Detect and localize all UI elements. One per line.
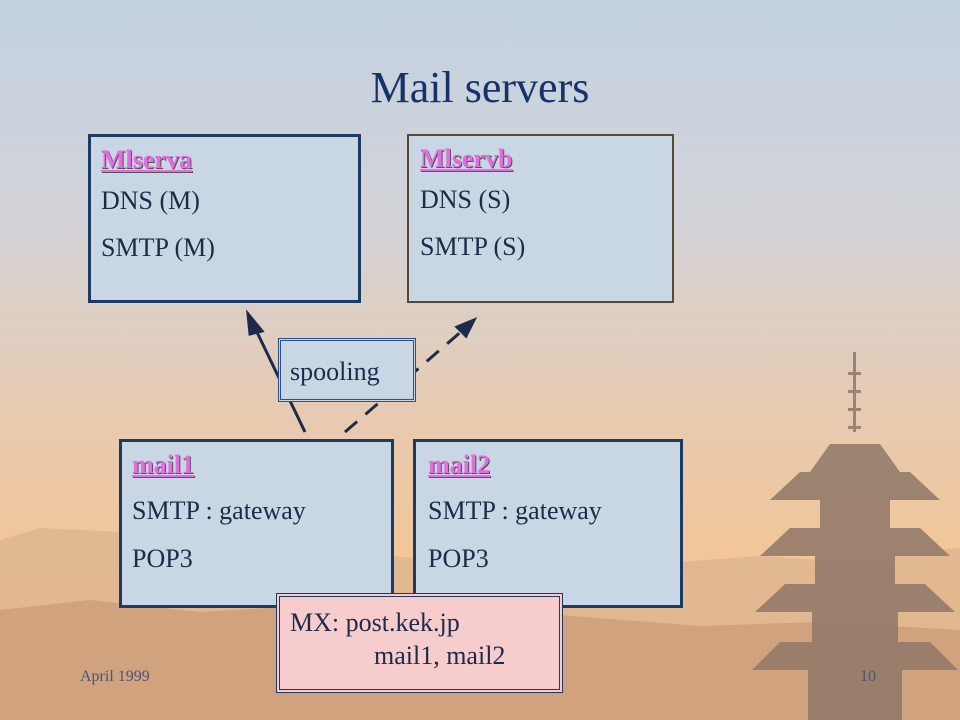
spooling-label: spooling	[278, 338, 416, 402]
mail1-name[interactable]: mail1	[132, 450, 195, 479]
dashed-arrow-head	[454, 317, 478, 339]
mlservb-smtp: SMTP (S)	[420, 232, 526, 261]
slide-title: Mail servers	[370, 63, 590, 112]
pagoda-icon	[752, 352, 958, 720]
mlservb-box: Mlservb DNS (S) SMTP (S)	[407, 134, 674, 303]
mlservb-name[interactable]: Mlservb	[420, 144, 513, 173]
page-number: 10	[860, 668, 876, 685]
mx-hosts-line: mail1, mail2	[374, 640, 506, 670]
mlserva-box: Mlserva DNS (M) SMTP (M)	[88, 134, 361, 303]
mlserva-name[interactable]: Mlserva	[101, 145, 192, 174]
mlserva-smtp: SMTP (M)	[101, 233, 215, 262]
mail2-name[interactable]: mail2	[428, 450, 491, 479]
mx-record-box: MX: post.kek.jp mail1, mail2	[276, 593, 563, 693]
mlservb-dns: DNS (S)	[420, 185, 511, 214]
mail2-box: mail2 SMTP : gateway POP3	[413, 439, 683, 608]
mail2-smtp: SMTP : gateway	[428, 496, 602, 525]
mx-record-line: MX: post.kek.jp	[290, 608, 460, 637]
mlserva-dns: DNS (M)	[101, 186, 200, 215]
mail1-box: mail1 SMTP : gateway POP3	[119, 439, 394, 608]
mail2-pop3: POP3	[428, 544, 489, 573]
mail1-smtp: SMTP : gateway	[132, 496, 306, 525]
footer-date: April 1999	[80, 668, 150, 685]
mail1-pop3: POP3	[132, 544, 193, 573]
solid-arrow-head	[246, 309, 265, 336]
